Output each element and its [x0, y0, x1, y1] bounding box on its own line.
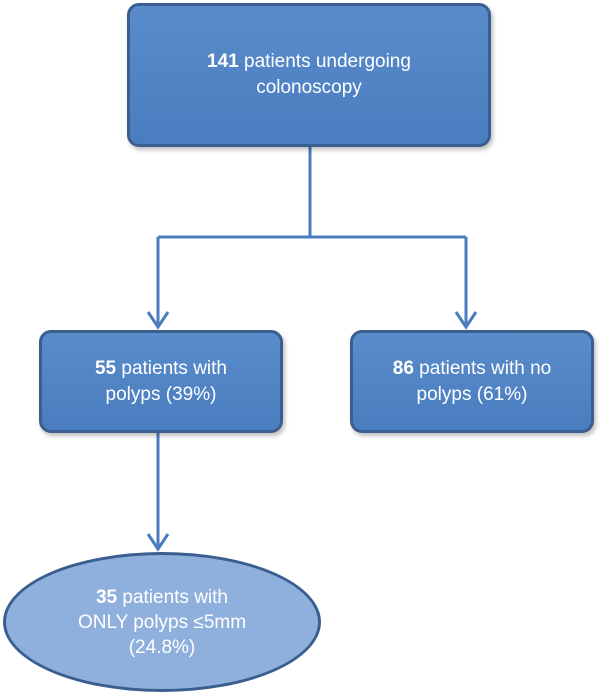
node-all-patients-count: 141: [207, 51, 239, 72]
node-small-polyps-count: 35: [95, 586, 118, 608]
node-with-polyps: 55 patients with polyps (39%): [39, 330, 283, 433]
node-no-polyps-count: 86: [392, 357, 414, 379]
node-no-polyps: 86 patients with no polyps (61%): [350, 330, 594, 433]
node-small-polyps-line3: (24.8%): [128, 636, 196, 658]
node-no-polyps-line1: 86 patients with no: [392, 357, 552, 379]
node-all-patients-line1: 141 patients undergoing: [207, 51, 411, 72]
arrowhead-ellipse-icon: [146, 533, 170, 552]
arrowhead-right-icon: [454, 311, 478, 330]
node-with-polyps-line1: 55 patients with: [94, 357, 228, 379]
node-small-polyps-only: 35 patients with ONLY polyps ≤5mm (24.8%…: [3, 552, 321, 692]
node-small-polyps-line2: ONLY polyps ≤5mm: [77, 611, 247, 633]
node-with-polyps-count: 55: [94, 357, 117, 379]
node-no-polyps-line2: polyps (61%): [416, 383, 528, 405]
node-small-polyps-line1: 35 patients with: [95, 586, 229, 608]
node-all-patients: 141 patients undergoing colonoscopy: [127, 3, 491, 147]
arrowhead-left-icon: [146, 311, 170, 330]
node-all-patients-line2: colonoscopy: [256, 77, 362, 98]
node-with-polyps-line2: polyps (39%): [105, 383, 217, 405]
